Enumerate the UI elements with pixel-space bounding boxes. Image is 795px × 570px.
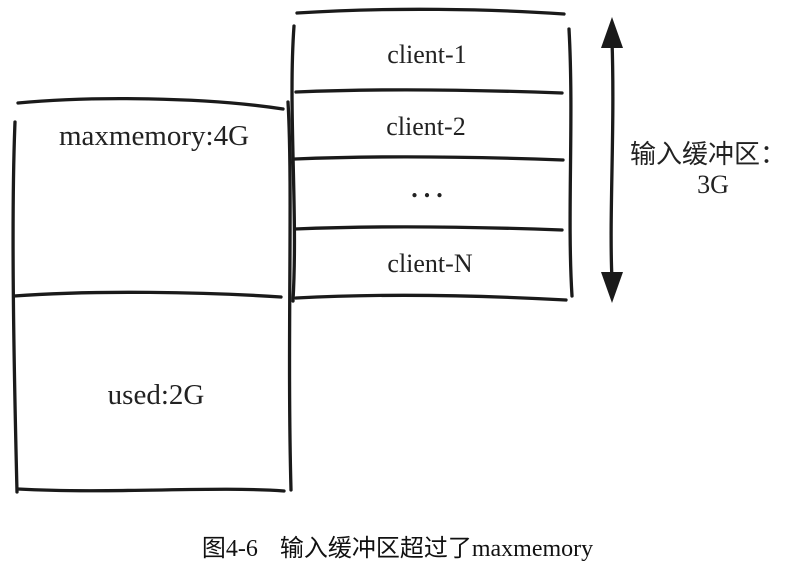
buffer-arrow-up-head-icon — [601, 17, 623, 48]
client-row-label: client-1 — [387, 40, 466, 69]
buffer-size-label-line2: 3G — [697, 170, 729, 199]
client-row-label: client-N — [387, 249, 472, 278]
figure-title: 输入缓冲区超过了maxmemory — [279, 536, 594, 562]
client-stack-divider-2 — [293, 155, 565, 162]
client-stack-right-border — [567, 27, 574, 298]
buffer-size-label-line1: 输入缓冲区： — [630, 140, 786, 169]
memory-box: maxmemory:4G used:2G — [11, 96, 293, 494]
memory-box-divider — [12, 290, 283, 299]
memory-box-left-border — [11, 120, 19, 494]
figure-caption: 图4-6 输入缓冲区超过了maxmemory — [0, 528, 795, 563]
buffer-arrow-shaft — [609, 38, 615, 282]
buffer-arrow: 输入缓冲区： 3G — [601, 17, 786, 303]
client-stack-top-border — [295, 7, 566, 16]
memory-box-bottom-border — [16, 487, 286, 493]
client-stack-left-border — [290, 24, 297, 303]
client-stack-divider-3 — [293, 225, 564, 232]
figure-number: 图4-6 — [201, 536, 258, 562]
client-stack: client-1 client-2 ... client-N — [290, 7, 574, 303]
client-row-label: client-2 — [386, 112, 465, 141]
client-row-ellipsis: ... — [411, 174, 449, 203]
maxmemory-label: maxmemory:4G — [59, 120, 249, 152]
client-stack-bottom-border — [294, 293, 568, 302]
buffer-arrow-down-head-icon — [601, 272, 623, 303]
client-stack-divider-1 — [294, 88, 564, 95]
used-label: used:2G — [108, 379, 205, 411]
memory-box-right-border — [286, 100, 293, 492]
memory-box-top-border — [16, 96, 285, 111]
